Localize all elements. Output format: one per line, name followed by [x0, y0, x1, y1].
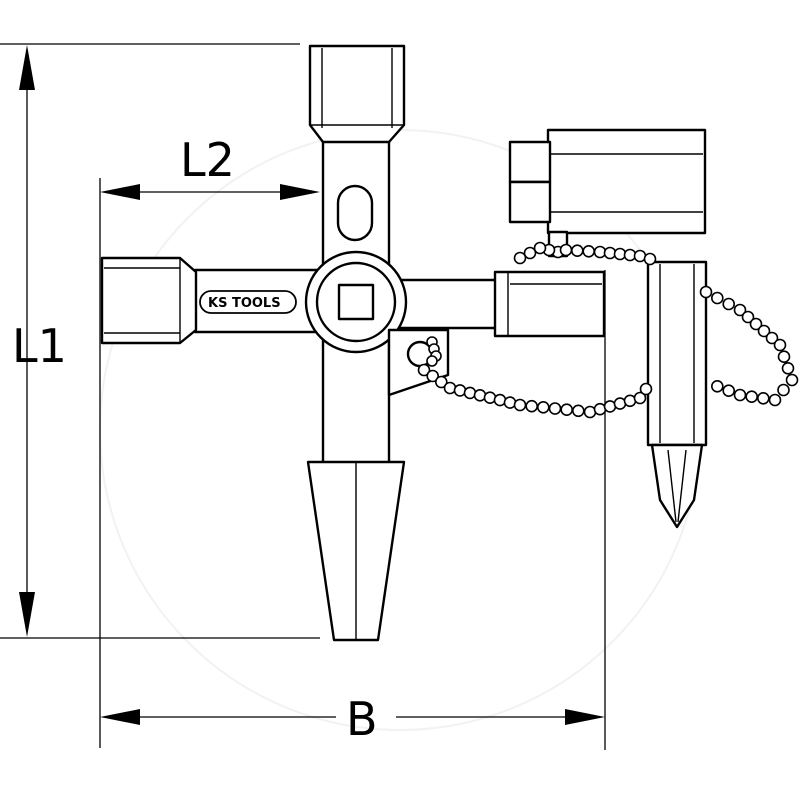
dimension-l2: L2 [99, 133, 320, 748]
chain-bead [571, 404, 585, 418]
dimension-b: B [100, 270, 606, 750]
chain-bead [756, 391, 770, 405]
cross-key [100, 44, 606, 642]
chain-bead [443, 381, 457, 395]
chain-bead [745, 390, 759, 404]
chain-bead [699, 285, 713, 299]
chain-bead [503, 396, 517, 409]
chain-bead [426, 355, 438, 367]
b-label: B [346, 692, 378, 746]
l2-label: L2 [180, 133, 235, 187]
chain-bead [785, 373, 799, 387]
bit-holder-cap-bottom [508, 180, 552, 224]
chain-bead [773, 338, 787, 352]
chain-bead [426, 369, 440, 383]
chain-bead [633, 391, 647, 405]
left-socket [100, 256, 198, 345]
chain-bead [733, 388, 747, 402]
bit-tip-flute-2 [677, 449, 687, 523]
bit-tip-flute-1 [667, 449, 677, 523]
chain-bead [757, 324, 771, 338]
chain-bead [710, 291, 724, 305]
dimension-l1: L1 [0, 43, 320, 639]
l1-arrow-bottom [19, 592, 35, 637]
bit-holder [508, 128, 707, 258]
l2-arrow-left [100, 184, 140, 200]
bit-holder-body [546, 128, 707, 235]
chain-bead [765, 331, 779, 345]
right-arm [386, 278, 505, 330]
central-square-socket [337, 283, 375, 321]
chain-bead [533, 241, 547, 255]
chain-bead [463, 386, 477, 400]
chain-bead [733, 303, 747, 317]
logo-text: KS TOOLS [208, 296, 281, 311]
chain-bead [525, 399, 539, 413]
chain-bead [722, 297, 736, 311]
chain-bead [548, 402, 562, 415]
chain-bead [473, 388, 487, 402]
chain-bead [777, 383, 790, 397]
chain-bead [570, 244, 584, 257]
chain-bead [559, 243, 573, 257]
chain-bead [639, 382, 653, 396]
chain-bead [777, 350, 791, 364]
logo-badge [199, 290, 297, 314]
chain-bead [582, 245, 596, 258]
top-socket [308, 44, 406, 144]
right-socket [493, 270, 606, 338]
chain-bead [513, 251, 527, 265]
chain-bead [781, 361, 795, 375]
brand-logo: KS TOOLS [199, 290, 297, 314]
l2-arrow-right [280, 184, 320, 200]
chain-bead [523, 246, 537, 260]
b-arrow-left [100, 709, 140, 725]
bit-shank [646, 260, 708, 447]
chain-bead [741, 310, 755, 324]
chain-bead [710, 379, 724, 393]
chain-bead [417, 363, 431, 377]
chain-bead [560, 403, 574, 417]
bit-tip [650, 443, 704, 529]
chain-bead [483, 391, 497, 405]
b-arrow-right [565, 709, 605, 725]
shaft-slot [336, 184, 374, 242]
l1-label: L1 [12, 319, 67, 373]
chain-bead [513, 398, 527, 412]
chain-bead [434, 375, 448, 389]
chain-bead [536, 400, 550, 414]
chain-bead [643, 252, 657, 266]
bead-chain [417, 241, 799, 419]
screwdriver-bit [646, 260, 708, 529]
chain-bead [749, 317, 763, 331]
l1-arrow-top [19, 45, 35, 90]
chain-bead [722, 384, 736, 398]
bit-holder-cap-top [508, 140, 552, 184]
chain-bead [768, 393, 782, 407]
